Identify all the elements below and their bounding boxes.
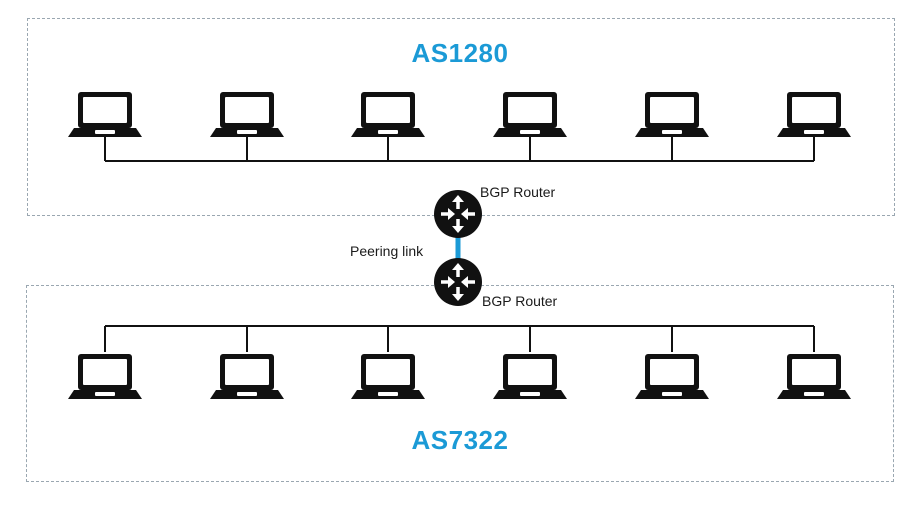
laptop-icon <box>351 354 425 399</box>
laptop-icon <box>210 354 284 399</box>
as-label-top: AS1280 <box>411 38 509 68</box>
laptop-icon <box>68 354 142 399</box>
router-icon <box>434 190 482 238</box>
laptop-icon <box>635 92 709 137</box>
laptop-icon <box>351 92 425 137</box>
bottom-network-cabling <box>104 325 815 352</box>
router-caption-bottom: BGP Router <box>482 293 558 309</box>
laptop-icon <box>493 354 567 399</box>
laptop-icon <box>210 92 284 137</box>
laptop-icon <box>777 92 851 137</box>
laptop-icon <box>635 354 709 399</box>
laptop-icon <box>777 354 851 399</box>
laptop-icon <box>493 92 567 137</box>
top-laptops <box>68 92 851 137</box>
laptop-icon <box>68 92 142 137</box>
bottom-laptops <box>68 354 851 399</box>
top-network-cabling <box>104 137 815 162</box>
router-icon <box>434 258 482 306</box>
router-caption-top: BGP Router <box>480 184 556 200</box>
peering-link-caption: Peering link <box>350 243 424 259</box>
as-label-bottom: AS7322 <box>411 425 509 455</box>
